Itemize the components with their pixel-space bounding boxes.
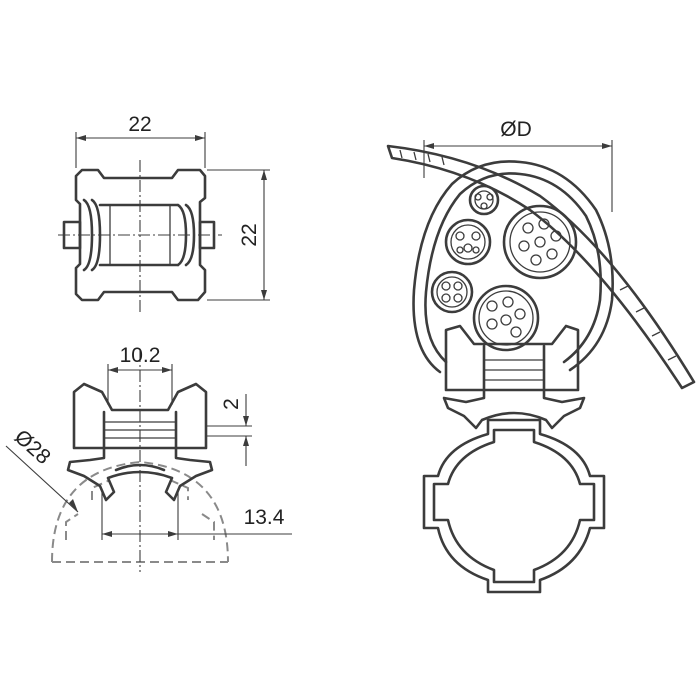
cable-inner xyxy=(450,224,486,260)
dim-clip-opening: 13.4 xyxy=(244,506,285,529)
tube-outer xyxy=(422,418,606,594)
assembly-saddle xyxy=(444,324,580,392)
tube-inner xyxy=(432,428,596,584)
dim-step-height: 2 xyxy=(220,398,243,410)
assembly-view: ØD xyxy=(386,118,696,594)
side-view: 10.2 2 Ø28 13.4 xyxy=(5,344,292,572)
arrowhead xyxy=(108,367,118,373)
arrowhead xyxy=(243,416,249,426)
arrowhead xyxy=(261,170,267,180)
arrowhead xyxy=(195,135,205,141)
cable-inner xyxy=(509,211,571,273)
arrowhead xyxy=(424,143,434,149)
arrowhead xyxy=(76,135,86,141)
dim-top-width: 22 xyxy=(128,113,151,136)
cable-small-top xyxy=(468,184,500,216)
diameter-leader xyxy=(5,445,79,513)
arrowhead xyxy=(261,290,267,300)
arrowhead xyxy=(168,531,178,537)
cable-large-bottom xyxy=(472,284,540,352)
assembly-clip-legs xyxy=(442,388,586,430)
dim-slot-width: 10.2 xyxy=(120,344,161,367)
arrowhead xyxy=(162,367,172,373)
arrowhead xyxy=(243,436,249,446)
cable-inner xyxy=(478,290,534,346)
arrowhead xyxy=(602,143,612,149)
cable-medium-left xyxy=(444,218,492,266)
cable-large-right xyxy=(502,204,578,280)
cable-inner xyxy=(436,276,468,308)
top-view-outline xyxy=(74,168,207,302)
tube-hidden-outline xyxy=(51,460,229,563)
cable-strands xyxy=(441,193,562,338)
arrowhead xyxy=(102,531,112,537)
bundle-wrap xyxy=(412,160,614,374)
dim-bundle-diameter: ØD xyxy=(500,118,532,141)
clip-inner-arc xyxy=(114,463,166,472)
cable-small-left xyxy=(430,270,474,314)
dim-tube-diameter: Ø28 xyxy=(10,425,55,469)
arrowhead xyxy=(69,499,78,512)
bundle-wrap-inner xyxy=(424,172,603,364)
tube-inner-ribs xyxy=(65,479,215,540)
clip-legs xyxy=(66,446,214,502)
strap-teeth xyxy=(399,149,677,361)
saddle-body xyxy=(72,382,208,450)
dim-top-height: 22 xyxy=(238,223,261,246)
top-view: 22 22 xyxy=(58,113,270,312)
cable-tie-strap xyxy=(386,144,696,390)
